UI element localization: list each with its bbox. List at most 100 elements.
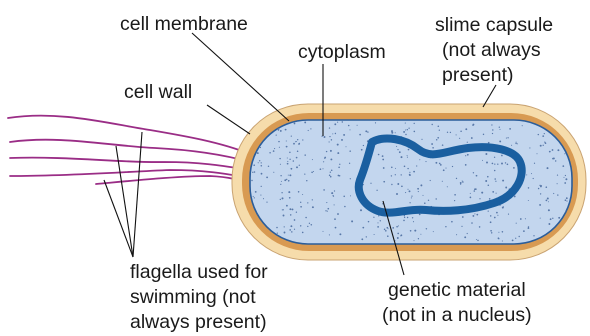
cytoplasm-dot [534, 163, 535, 164]
cytoplasm-dot [483, 134, 484, 135]
cytoplasm-dot [422, 195, 423, 196]
cytoplasm-dot [414, 123, 415, 124]
cytoplasm-dot [290, 214, 292, 216]
cytoplasm-dot [296, 157, 298, 159]
cytoplasm-dot [397, 149, 398, 150]
cytoplasm-dot [479, 226, 481, 228]
cytoplasm-dot [322, 168, 323, 169]
cytoplasm-dot [396, 226, 398, 228]
cytoplasm-dot [485, 153, 487, 155]
cytoplasm-dot [557, 175, 558, 176]
cytoplasm-dot [565, 178, 567, 180]
cytoplasm-dot [407, 189, 408, 190]
cytoplasm-dot [273, 172, 274, 173]
cytoplasm-dot [323, 231, 324, 232]
cytoplasm-dot [334, 123, 336, 125]
cytoplasm-dot [403, 131, 405, 133]
cytoplasm-dot [542, 135, 544, 137]
cytoplasm-dot [298, 143, 300, 145]
cytoplasm-dot [460, 182, 462, 184]
cytoplasm-dot [279, 147, 280, 148]
cytoplasm-dot [405, 123, 406, 124]
cytoplasm-dot [516, 223, 517, 224]
cytoplasm-dot [362, 227, 364, 229]
cytoplasm-dot [276, 227, 278, 229]
cytoplasm-dot [565, 199, 567, 201]
cytoplasm-dot [300, 206, 302, 208]
cytoplasm-dot [413, 221, 414, 222]
cytoplasm-dot [494, 217, 496, 219]
cytoplasm-dot [490, 215, 492, 217]
cytoplasm-dot [407, 157, 408, 158]
cytoplasm-dot [289, 197, 291, 199]
cytoplasm-dot [528, 227, 530, 229]
cytoplasm-dot [338, 175, 340, 177]
cytoplasm-dot [546, 200, 548, 202]
flagellum-5 [96, 176, 250, 184]
flagellum-1 [8, 116, 250, 154]
label-genetic-material: genetic material [388, 279, 526, 301]
cytoplasm-dot [361, 238, 363, 240]
leader-cell-membrane [192, 33, 289, 121]
cytoplasm-dot [533, 235, 534, 236]
cytoplasm-dot [338, 167, 340, 169]
cytoplasm-dot [456, 134, 457, 135]
cytoplasm-dot [557, 194, 558, 195]
cytoplasm-dot [491, 232, 492, 233]
cytoplasm-dot [569, 123, 570, 124]
cytoplasm-dot [547, 167, 549, 169]
cytoplasm-dot [370, 183, 371, 184]
cytoplasm-dot [442, 144, 444, 146]
cytoplasm-dot [492, 191, 494, 193]
cytoplasm-dot [365, 130, 367, 132]
cytoplasm-dot [456, 178, 457, 179]
cytoplasm-dot [395, 174, 396, 175]
cytoplasm-dot [474, 188, 476, 190]
cytoplasm-dot [409, 190, 411, 192]
cytoplasm-dot [435, 198, 436, 199]
cytoplasm-dot [492, 163, 494, 165]
leader-flagella-2 [116, 146, 133, 257]
cytoplasm-dot [382, 159, 384, 161]
cytoplasm-dot [286, 146, 288, 148]
cytoplasm-dot [405, 192, 406, 193]
cytoplasm-dot [329, 127, 330, 128]
cytoplasm-dot [349, 163, 350, 164]
cytoplasm-dot [454, 194, 456, 196]
cytoplasm-dot [404, 166, 406, 168]
cytoplasm-dot [296, 141, 297, 142]
cytoplasm-dot [297, 139, 298, 140]
cytoplasm-dot [293, 160, 295, 162]
cytoplasm-dot [552, 218, 553, 219]
cytoplasm-dot [465, 128, 467, 130]
cytoplasm-dot [337, 144, 339, 146]
cytoplasm-dot [326, 151, 327, 152]
cytoplasm-dot [312, 199, 313, 200]
cytoplasm-dot [337, 122, 338, 123]
cytoplasm-dot [280, 199, 281, 200]
cytoplasm-dot [396, 146, 397, 147]
cytoplasm-dot [492, 129, 493, 130]
cytoplasm-dot [289, 152, 290, 153]
cytoplasm-dot [306, 180, 307, 181]
cytoplasm-dot [342, 121, 343, 122]
cytoplasm-dot [327, 211, 328, 212]
cytoplasm-dot [284, 179, 286, 181]
cytoplasm-dot [377, 226, 379, 228]
cytoplasm-dot [300, 225, 301, 226]
cytoplasm-dot [562, 165, 564, 167]
label-slime-capsule: present) [442, 64, 514, 86]
cytoplasm-dot [421, 139, 422, 140]
cytoplasm-dot [451, 221, 453, 223]
cytoplasm-dot [528, 187, 530, 189]
cytoplasm-dot [325, 210, 326, 211]
cytoplasm-dot [548, 209, 550, 211]
cytoplasm-dot [280, 164, 281, 165]
cytoplasm-dot [375, 122, 376, 123]
cytoplasm-dot [499, 140, 501, 142]
cytoplasm-dot [397, 237, 399, 239]
cytoplasm-dot [361, 149, 363, 151]
cytoplasm-dot [255, 191, 257, 193]
label-cell-membrane: cell membrane [120, 13, 248, 35]
cytoplasm-dot [409, 172, 410, 173]
